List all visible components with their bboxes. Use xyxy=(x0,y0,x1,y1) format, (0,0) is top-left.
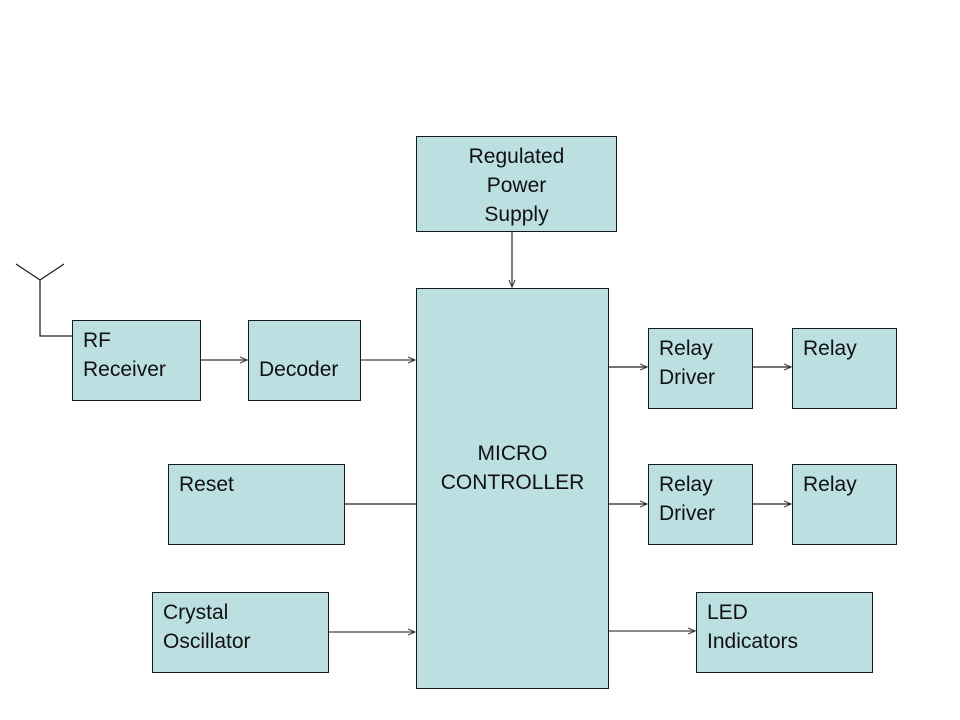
block-relay-2: Relay xyxy=(792,464,897,545)
block-relay-1: Relay xyxy=(792,328,897,409)
block-reset: Reset xyxy=(168,464,345,545)
block-label: LED Indicators xyxy=(707,601,799,653)
block-label: Relay xyxy=(803,473,857,496)
block-microcontroller: MICRO CONTROLLER xyxy=(416,288,609,689)
block-label: Crystal Oscillator xyxy=(163,601,251,653)
block-label: Reset xyxy=(179,473,234,496)
block-decoder: Decoder xyxy=(248,320,361,401)
block-label: MICRO CONTROLLER xyxy=(440,442,585,494)
block-relay-driver-1: Relay Driver xyxy=(648,328,753,409)
block-label: Regulated Power Supply xyxy=(468,145,565,226)
antenna-icon xyxy=(15,263,72,337)
block-label: Relay Driver xyxy=(659,473,715,525)
block-rf-receiver: RF Receiver xyxy=(72,320,201,401)
block-relay-driver-2: Relay Driver xyxy=(648,464,753,545)
block-label: Decoder xyxy=(259,358,339,381)
block-label: RF Receiver xyxy=(83,329,166,381)
block-label: Relay Driver xyxy=(659,337,715,389)
block-power-supply: Regulated Power Supply xyxy=(416,136,617,232)
block-led-indicators: LED Indicators xyxy=(696,592,873,673)
block-crystal-oscillator: Crystal Oscillator xyxy=(152,592,329,673)
block-label: Relay xyxy=(803,337,857,360)
